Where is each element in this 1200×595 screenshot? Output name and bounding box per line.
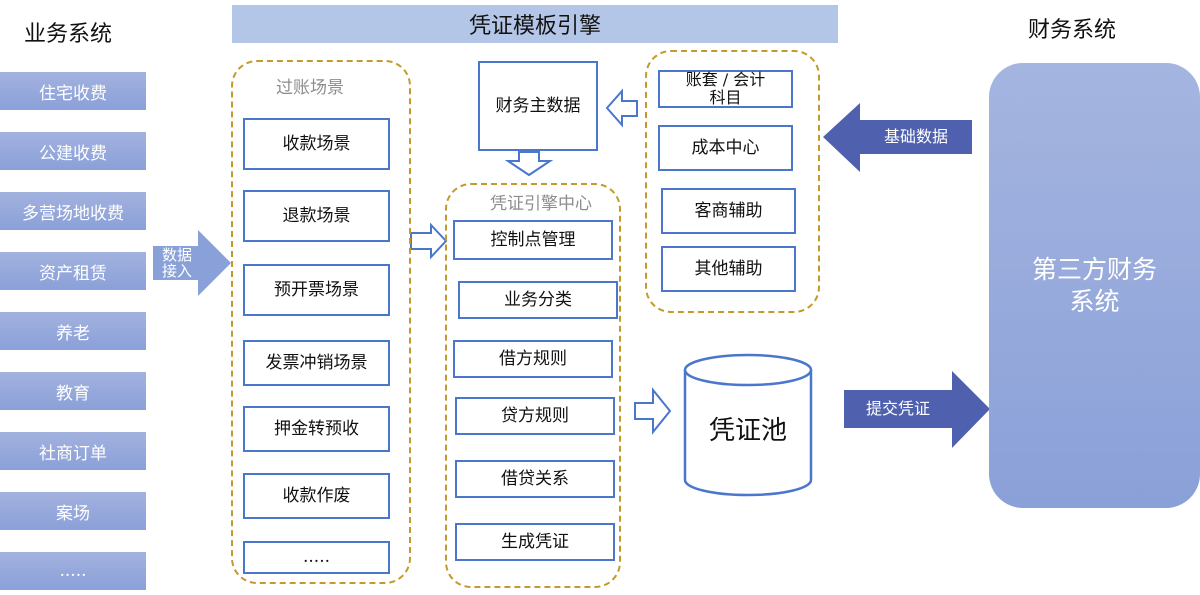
engine-item[interactable]: 借方规则	[453, 340, 613, 378]
business-item[interactable]: 多营场地收费	[0, 192, 146, 230]
voucher-pool-label: 凭证池	[708, 416, 787, 446]
posting-scenario-item[interactable]: 收款场景	[243, 118, 390, 170]
engine-item[interactable]: 业务分类	[458, 281, 618, 319]
master-data-item[interactable]: 成本中心	[658, 125, 793, 171]
business-item[interactable]: 社商订单	[0, 432, 146, 470]
third-party-finance-system[interactable]: 第三方财务 系统	[989, 63, 1200, 508]
master-data-item[interactable]: 账套 / 会计 科目	[658, 70, 793, 108]
business-item[interactable]: 案场	[0, 492, 146, 530]
posting-scenarios-group	[231, 60, 411, 584]
engine-item[interactable]: 贷方规则	[455, 397, 615, 435]
data-ingest-arrow-icon	[153, 230, 231, 296]
finance-system-heading: 财务系统	[1028, 18, 1117, 43]
posting-scenario-item[interactable]: 收款作废	[243, 473, 390, 519]
voucher-engine-center-group	[445, 183, 621, 588]
finance-master-data-box[interactable]: 财务主数据	[478, 61, 598, 151]
engine-item[interactable]: 生成凭证	[455, 523, 615, 561]
submit-voucher-label: 提交凭证	[865, 399, 930, 419]
right-arrow-icon	[410, 222, 448, 260]
business-item[interactable]: 住宅收费	[0, 72, 146, 110]
business-item[interactable]: 资产租赁	[0, 252, 146, 290]
voucher-pool-cylinder-icon	[683, 353, 813, 497]
business-item[interactable]: 教育	[0, 372, 146, 410]
business-item[interactable]: 公建收费	[0, 132, 146, 170]
posting-scenario-item[interactable]: .....	[243, 541, 390, 574]
template-engine-title: 凭证模板引擎	[468, 14, 601, 39]
posting-scenario-item[interactable]: 押金转预收	[243, 406, 390, 452]
posting-scenario-item[interactable]: 发票冲销场景	[243, 340, 390, 386]
engine-item[interactable]: 控制点管理	[453, 220, 613, 260]
posting-scenario-item[interactable]: 退款场景	[243, 190, 390, 242]
master-data-item[interactable]: 其他辅助	[661, 246, 796, 292]
voucher-engine-center-title: 凭证引擎中心	[490, 194, 592, 214]
submit-voucher-arrow-icon	[844, 371, 990, 448]
engine-item[interactable]: 借贷关系	[455, 460, 615, 498]
business-system-heading: 业务系统	[24, 22, 113, 47]
left-arrow-icon	[605, 88, 638, 128]
business-item[interactable]: 养老	[0, 312, 146, 350]
data-ingest-label: 数据 接入	[161, 245, 192, 280]
right-arrow-icon	[634, 387, 672, 435]
third-party-finance-system-label: 第三方财务 系统	[1031, 255, 1157, 316]
down-arrow-icon	[504, 151, 554, 177]
basic-data-label: 基础数据	[883, 127, 948, 147]
posting-scenarios-title: 过账场景	[276, 78, 344, 98]
template-engine-banner: 凭证模板引擎	[232, 5, 838, 43]
business-item[interactable]: .....	[0, 552, 146, 590]
basic-data-arrow-icon	[823, 103, 972, 172]
master-data-group	[645, 50, 820, 313]
master-data-item[interactable]: 客商辅助	[661, 188, 796, 234]
posting-scenario-item[interactable]: 预开票场景	[243, 264, 390, 316]
